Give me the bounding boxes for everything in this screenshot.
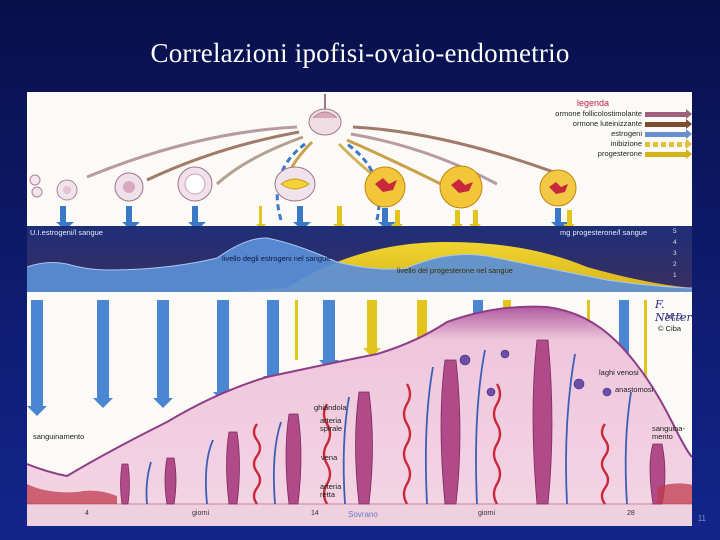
progesterone-level-label: livello del progesterone nel sangue [397, 266, 513, 275]
estrogen-units-label: U.I.estrogeni/l sangue [30, 228, 103, 237]
axis-tick: 28 [627, 510, 635, 517]
axis-tick: 4 [85, 510, 89, 517]
gland-label: ghiandola [314, 403, 347, 412]
scale-tick: 5 [673, 228, 677, 235]
artist-md: M.D. [665, 312, 685, 321]
bleeding-right-label: sanguina- mento [652, 424, 685, 441]
scale-tick: 2 [673, 261, 677, 268]
endometrium [27, 305, 692, 526]
physiology-figure: legenda ormone follicolostimolante ormon… [27, 92, 692, 526]
legend-item-estrogen: estrogeni [547, 128, 692, 139]
legend-title: legenda [577, 98, 610, 108]
legend-item-lh: ormone luteinizzante [547, 118, 692, 129]
legend-arrow-icon [645, 118, 692, 129]
legend-label: inibizione [610, 139, 642, 148]
legend-arrow-icon [645, 138, 692, 149]
artist-signature: F. Netter [655, 298, 692, 324]
scale-tick: 3 [673, 250, 677, 257]
vein-label: vena [321, 453, 338, 462]
progesterone-units-label: mg progesterone/l sangue [560, 228, 648, 237]
signature-name: F. Netter [655, 298, 692, 324]
axis-tick: giorni [192, 510, 210, 517]
ovarian-follicles [29, 165, 577, 209]
legend: legenda ormone follicolostimolante ormon… [547, 98, 692, 159]
legend-label: progesterone [597, 149, 642, 158]
estrogen-level-label: livello degli estrogeni nel sangue [222, 254, 331, 263]
legend-item-fsh: ormone follicolostimolante [547, 108, 692, 119]
copyright-label: © Ciba [658, 324, 682, 333]
scale-tick: 4 [673, 239, 677, 246]
anastomosis-label: anastomosi [615, 385, 654, 394]
axis-tick: 14 [311, 510, 319, 517]
hormone-arrows [86, 125, 568, 221]
bleeding-left-label: sanguinamento [33, 432, 85, 441]
venous-lakes-label: laghi venosi [599, 368, 639, 377]
slide-title: Correlazioni ipofisi-ovaio-endometrio [150, 38, 570, 68]
footer-credit: Sovrano [348, 510, 378, 519]
legend-arrow-icon [645, 128, 692, 139]
legend-item-inhibition: inibizione [547, 138, 692, 149]
spiral-artery-label: arteria spirale [320, 416, 343, 433]
axis-tick: giorni [478, 510, 496, 517]
legend-arrow-icon [645, 148, 692, 159]
figure-drawing [27, 94, 692, 526]
legend-label: ormone follicolostimolante [555, 109, 642, 118]
scale-tick: 1 [673, 272, 677, 279]
page-number: 11 [697, 514, 706, 523]
legend-arrow-icon [645, 108, 692, 119]
pituitary-gland [308, 94, 342, 136]
straight-artery-label: arteria retta [320, 482, 342, 499]
hormone-level-band [27, 226, 692, 292]
legend-label: estrogeni [611, 129, 642, 138]
legend-item-progesterone: progesterone [547, 148, 692, 159]
legend-label: ormone luteinizzante [572, 119, 642, 128]
